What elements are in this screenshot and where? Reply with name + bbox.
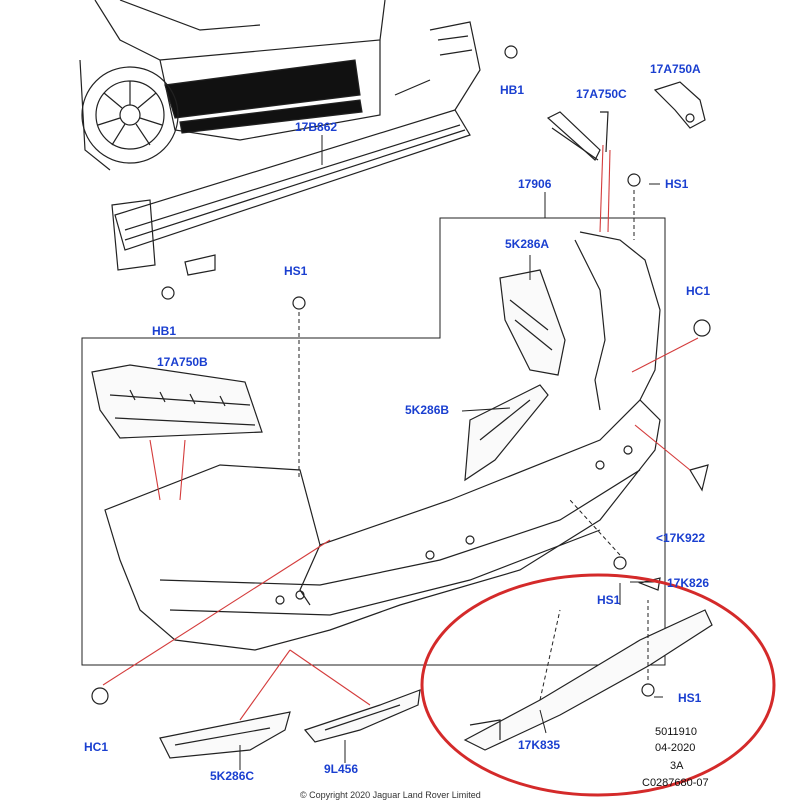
cap-icon (693, 319, 711, 337)
lower-diffuser-17k835 (463, 609, 713, 751)
bracket-17a750a (653, 81, 706, 129)
bolt-icon (627, 173, 641, 187)
part-label-17906: 17906 (518, 177, 552, 191)
fastener-icons (91, 45, 711, 705)
part-label-hc1-right: HC1 (686, 284, 711, 298)
rear-bumper-cover (104, 231, 661, 651)
part-label-hs1-b: HS1 (284, 264, 308, 278)
part-label-17b862: 17B862 (295, 120, 338, 134)
lower-trim-9l456 (303, 689, 421, 743)
bracket-17a750c (546, 111, 609, 161)
document-revision: 3A (670, 760, 684, 772)
part-label-hs1-d: HS1 (678, 691, 702, 705)
side-bracket-5k286a (499, 269, 566, 376)
part-label-17a750c: 17A750C (576, 87, 627, 101)
leader-lines (239, 135, 665, 770)
document-number: 5011910 (655, 726, 698, 738)
part-label-17a750b: 17A750B (157, 355, 208, 369)
document-code: C0287680-07 (642, 777, 709, 789)
part-label-hb1-left: HB1 (152, 324, 177, 338)
part-label-17a750a: 17A750A (650, 62, 701, 76)
part-label-17k826: 17K826 (667, 576, 710, 590)
part-label-hs1-a: HS1 (665, 177, 689, 191)
copyright-notice: © Copyright 2020 Jaguar Land Rover Limit… (300, 790, 481, 800)
part-label-17k922: <17K922 (656, 531, 706, 545)
bolt-icon (504, 45, 518, 59)
clip-icon (689, 464, 709, 492)
lower-trim-5k286c (159, 711, 291, 759)
document-date: 04-2020 (655, 742, 696, 754)
part-label-5k286c: 5K286C (210, 769, 255, 783)
part-label-hc1-left: HC1 (84, 740, 109, 754)
part-label-5k286b: 5K286B (405, 403, 450, 417)
cap-icon (91, 687, 109, 705)
part-label-5k286a: 5K286A (505, 237, 550, 251)
assembly-frame (81, 217, 666, 666)
part-label-hs1-c: HS1 (597, 593, 621, 607)
part-label-17k835: 17K835 (518, 738, 561, 752)
bolt-icon (613, 556, 627, 570)
callout-lines (102, 144, 699, 721)
bolt-icon (161, 286, 175, 300)
reinforcement-beam (111, 21, 481, 276)
part-label-9l456: 9L456 (324, 762, 359, 776)
vehicle-sketch (79, 0, 386, 171)
bolt-icon (641, 683, 655, 697)
assembly-lines (298, 190, 649, 701)
side-bracket-5k286b (464, 384, 549, 482)
bracket-17a750b (91, 364, 263, 439)
part-label-hb1-top: HB1 (500, 83, 525, 97)
highlight-ellipse (420, 573, 776, 797)
bolt-icon (292, 296, 306, 310)
